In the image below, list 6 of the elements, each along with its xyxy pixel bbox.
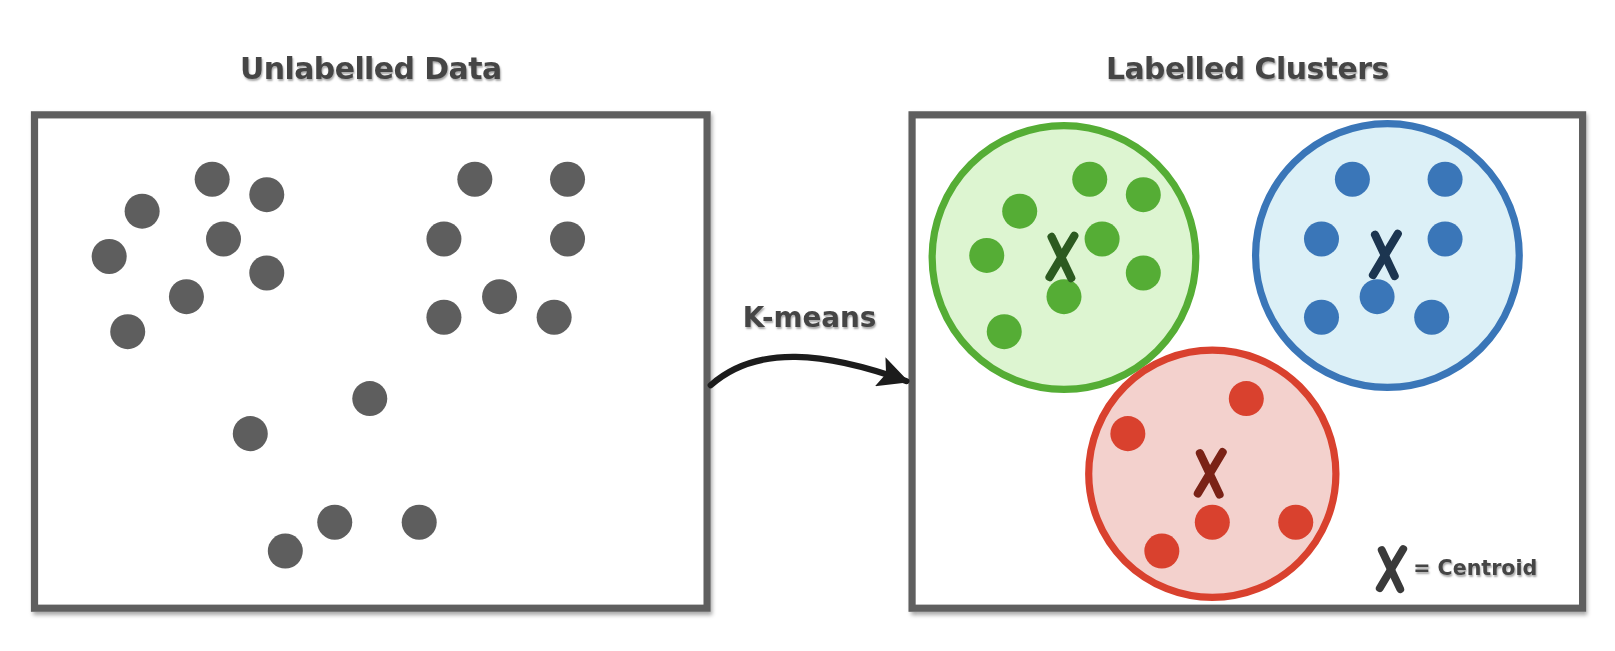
edge-label: K-means [742, 301, 877, 334]
panel-title: Unlabelled Data [238, 51, 503, 87]
curved-arrow [707, 353, 910, 389]
legend-label: = Centroid [1413, 555, 1538, 580]
panel-title: Labelled Clusters [1104, 51, 1390, 87]
panel [30, 53, 711, 612]
